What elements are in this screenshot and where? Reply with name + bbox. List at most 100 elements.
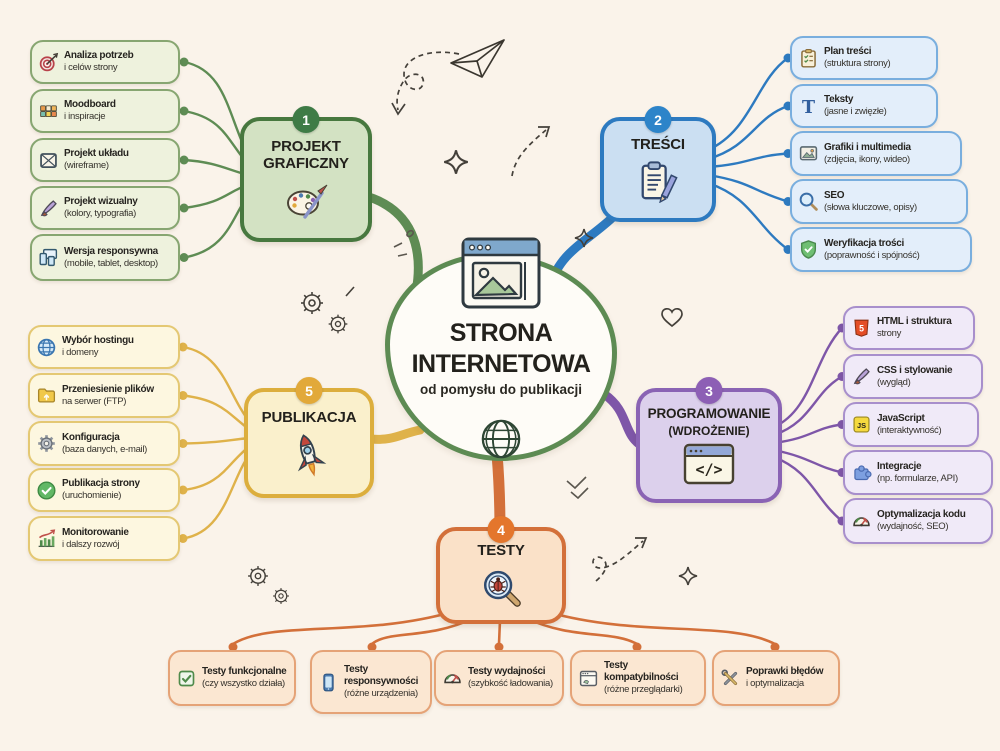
item-title: Przeniesienie plików [62, 383, 154, 395]
heart-doodle [661, 308, 683, 328]
html5-icon [854, 319, 869, 337]
item-subtitle: (mobile, tablet, desktop) [64, 257, 158, 269]
item-subtitle: (różne przeglądarki) [604, 684, 683, 696]
item-subtitle: i celów strony [64, 62, 118, 74]
item-subtitle: (jasne i zwięzłe) [824, 106, 887, 118]
item-title: Testy funkcjonalne [202, 666, 287, 678]
image-icon [799, 146, 818, 161]
item-title: Grafiki i multimedia [824, 141, 911, 153]
item-title: Testy kompatybilności [604, 660, 679, 684]
list-item: Wersja responsywna(mobile, tablet, deskt… [30, 234, 180, 281]
item-title: Projekt wizualny [64, 196, 138, 208]
item-title: SEO [824, 189, 845, 201]
item-subtitle: i dalszy rozwój [62, 538, 120, 550]
item-subtitle: (uruchomienie) [62, 490, 122, 502]
gauge-icon [444, 673, 461, 684]
list-item: CSS i stylowanie(wygląd) [843, 354, 983, 399]
item-subtitle: (wireframe) [64, 160, 109, 172]
list-item: Plan treści(struktura strony) [790, 36, 938, 80]
globe-icon [37, 338, 56, 356]
devices-icon [39, 248, 58, 267]
checkbox-icon [178, 669, 195, 687]
item-title: HTML i struktura [877, 316, 952, 328]
item-subtitle: na serwer (FTP) [62, 395, 127, 407]
smartphone-icon [323, 673, 334, 691]
palette-icon [286, 183, 329, 219]
branch-number-badge: 5 [295, 377, 323, 404]
list-item: Projekt układu(wireframe) [30, 138, 180, 182]
item-subtitle: (kolory, typografia) [64, 208, 136, 220]
list-item: Publikacja strony(uruchomienie) [28, 468, 180, 512]
item-subtitle: (wygląd) [877, 376, 911, 388]
item-subtitle: (struktura strony) [824, 58, 891, 70]
list-item: Grafiki i multimedia(zdjęcia, ikony, wid… [790, 131, 962, 176]
branch-title: TREŚCI [631, 136, 685, 154]
magnifier-icon [799, 192, 818, 211]
item-title: Analiza potrzeb [64, 50, 134, 62]
browser-image-icon [461, 237, 541, 309]
item-subtitle: (baza danych, e-mail) [62, 443, 148, 455]
item-subtitle: (szybkość ładowania) [468, 678, 553, 690]
item-title: Wersja responsywna [64, 245, 158, 257]
item-subtitle: i optymalizacja [746, 678, 804, 690]
item-title: Wybór hostingu [62, 335, 134, 347]
blue-fan [707, 57, 789, 251]
purple-fan [773, 327, 843, 522]
clipboard-checklist-icon [801, 48, 816, 68]
rocket-icon [290, 431, 327, 478]
puzzle-icon [854, 465, 872, 481]
item-title: Testy wydajności [468, 666, 546, 678]
branch-title: PUBLIKACJA [261, 408, 357, 426]
item-title: Monitorowanie [62, 526, 129, 538]
branch-node-tresci: 2 TREŚCI [600, 106, 716, 222]
item-subtitle: i domeny [62, 347, 99, 359]
central-subtitle: od pomysłu do publikacji [419, 382, 582, 397]
list-item: Konfiguracja(baza danych, e-mail) [28, 421, 180, 466]
item-subtitle: (czy wszystko działa) [202, 678, 285, 690]
gauge-icon [853, 516, 870, 527]
item-title: Optymalizacja kodu [877, 509, 966, 521]
green-fan [183, 60, 250, 259]
list-item: Testy wydajności(szybkość ładowania) [434, 650, 564, 706]
dashed-arrow-doodle [391, 51, 648, 582]
paintbrush-icon [854, 368, 870, 385]
browser-window-icon [579, 670, 598, 686]
list-item: Optymalizacja kodu(wydajność, SEO) [843, 498, 993, 544]
branch-subtitle: (WDROŻENIE) [668, 423, 750, 438]
item-title: Plan treści [824, 46, 872, 58]
globe-icon [481, 419, 521, 459]
shield-check-icon [800, 239, 817, 260]
folder-upload-icon [37, 388, 56, 403]
bug-magnifier-icon [478, 565, 524, 609]
item-title: CSS i stylowanie [877, 364, 953, 376]
branch-title: PROJEKT GRAFICZNY [263, 137, 349, 172]
letter-t-icon [801, 97, 816, 117]
item-subtitle: (wydajność, SEO) [877, 521, 949, 533]
gears-doodle [247, 286, 355, 605]
list-item: Weryfikacja trości(poprawność i spójność… [790, 227, 972, 272]
green-fan-dots [179, 57, 189, 262]
list-item: SEO(słowa kluczowe, opisy) [790, 179, 968, 224]
list-item: Testy responsywności(różne urządzenia) [310, 650, 432, 714]
gear-icon [36, 433, 57, 454]
branch-number-badge: 1 [292, 106, 320, 133]
item-subtitle: i inspiracje [64, 111, 106, 123]
yellow-fan [182, 345, 251, 540]
check-marks-doodle [393, 229, 589, 500]
item-title: Teksty [824, 94, 854, 106]
chart-growth-icon [37, 529, 56, 548]
list-item: Integracje(np. formularze, API) [843, 450, 993, 495]
item-title: Integracje [877, 460, 922, 472]
branch-node-projekt-graficzny: 1 PROJEKT GRAFICZNY [240, 106, 372, 242]
item-title: Weryfikacja trości [824, 237, 905, 249]
notepad-pencil-icon [641, 160, 678, 203]
